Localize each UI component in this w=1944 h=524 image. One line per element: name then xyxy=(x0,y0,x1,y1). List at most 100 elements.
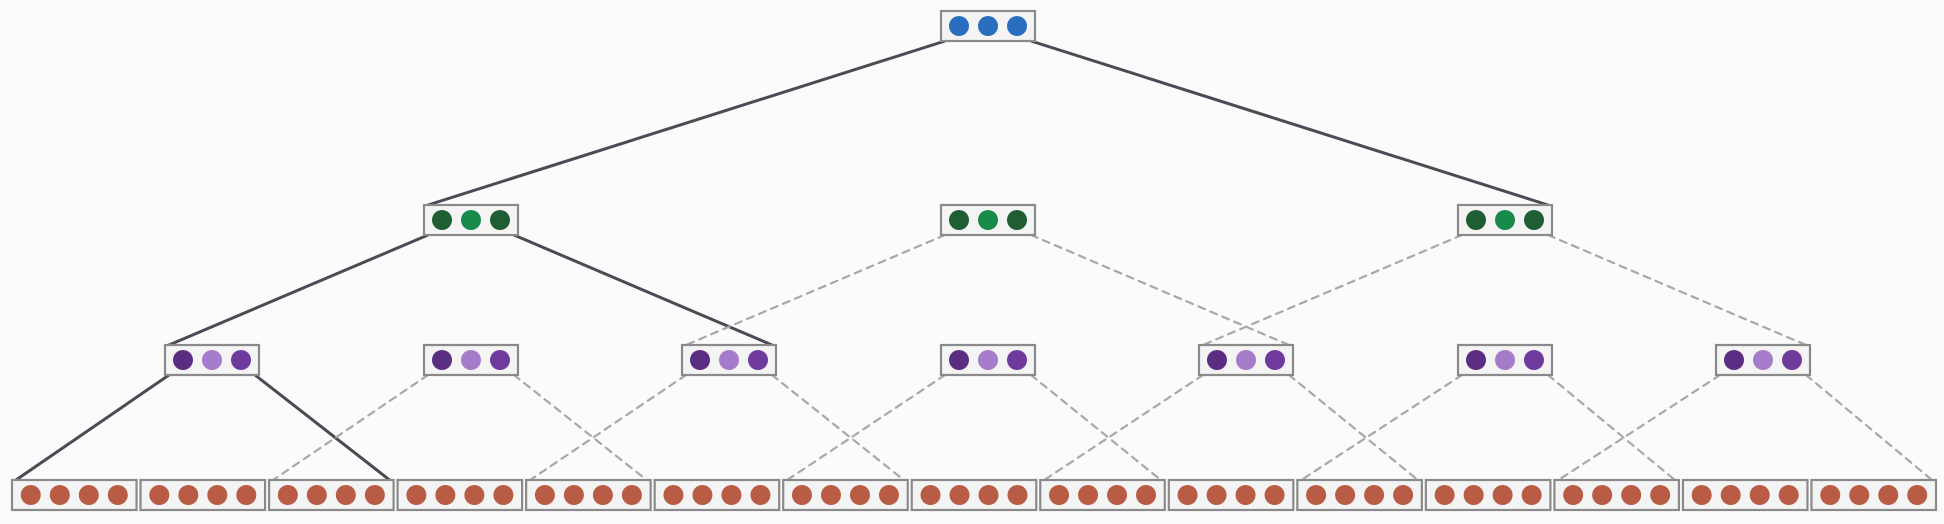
node-circle xyxy=(791,485,812,505)
node-circle xyxy=(1007,210,1027,230)
node-circle xyxy=(493,485,514,505)
node-circle xyxy=(1524,210,1544,230)
node-circle xyxy=(1364,485,1385,505)
node-circle xyxy=(1007,485,1028,505)
node-circle xyxy=(1495,210,1515,230)
node-circle xyxy=(464,485,485,505)
tree-node-level-3 xyxy=(396,478,524,512)
dashed-edge xyxy=(1029,233,1291,347)
node-circle xyxy=(1524,350,1544,370)
node-circle xyxy=(490,210,510,230)
solid-edge xyxy=(167,233,430,347)
node-circle xyxy=(432,350,452,370)
node-circle xyxy=(719,350,739,370)
node-circle xyxy=(978,485,999,505)
node-circle xyxy=(1466,210,1486,230)
solid-edge xyxy=(426,39,947,207)
node-circle xyxy=(20,485,41,505)
node-box xyxy=(782,478,909,512)
node-circle xyxy=(1007,350,1027,370)
node-circle xyxy=(1724,350,1744,370)
node-circle xyxy=(949,350,969,370)
dashed-edge xyxy=(1043,373,1205,482)
node-circle xyxy=(721,485,742,505)
tree-node-level-3 xyxy=(910,478,1038,512)
node-circle xyxy=(692,485,713,505)
tree-node-level-3 xyxy=(139,478,267,512)
node-circle xyxy=(490,350,510,370)
dashed-edge xyxy=(1287,373,1419,482)
tree-node-level-3 xyxy=(525,478,652,512)
tree-node-level-3 xyxy=(10,478,138,512)
node-circle xyxy=(1049,485,1070,505)
dashed-edge xyxy=(770,373,905,482)
node-circle xyxy=(435,485,456,505)
node-circle xyxy=(1177,485,1198,505)
node-circle xyxy=(820,485,841,505)
solid-edge xyxy=(1029,39,1550,207)
node-circle xyxy=(1782,350,1802,370)
node-circle xyxy=(1907,485,1928,505)
node-circle xyxy=(920,485,941,505)
node-circle xyxy=(1778,485,1799,505)
tree-node-level-2 xyxy=(1714,343,1812,377)
node-circle xyxy=(849,485,870,505)
dashed-edge xyxy=(786,373,947,482)
node-circle xyxy=(461,350,481,370)
node-circle xyxy=(78,485,99,505)
tree-node-level-0 xyxy=(939,9,1037,43)
dashed-edge xyxy=(684,233,947,347)
tree-node-level-3 xyxy=(1167,478,1295,512)
node-circle xyxy=(461,210,481,230)
solid-edge xyxy=(253,373,392,482)
node-circle xyxy=(1820,485,1841,505)
node-circle xyxy=(173,350,193,370)
tree-node-level-3 xyxy=(267,478,395,512)
node-circle xyxy=(1753,350,1773,370)
node-circle xyxy=(1007,16,1027,36)
node-circle xyxy=(1306,485,1327,505)
edges-layer xyxy=(14,39,1934,482)
dashed-edge xyxy=(271,373,430,482)
tree-node-level-2 xyxy=(1197,343,1295,377)
dashed-edge xyxy=(512,373,648,482)
dashed-edge xyxy=(1029,373,1162,482)
node-circle xyxy=(690,350,710,370)
node-circle xyxy=(49,485,70,505)
node-circle xyxy=(236,485,257,505)
node-circle xyxy=(534,485,555,505)
node-circle xyxy=(1720,485,1741,505)
tree-node-level-2 xyxy=(1456,343,1554,377)
node-circle xyxy=(748,350,768,370)
node-circle xyxy=(1265,350,1285,370)
tree-node-level-3 xyxy=(1681,478,1809,512)
solid-edge xyxy=(512,233,774,347)
node-circle xyxy=(1136,485,1157,505)
node-circle xyxy=(1691,485,1712,505)
node-circle xyxy=(1235,485,1256,505)
node-circle xyxy=(107,485,128,505)
node-circle xyxy=(178,485,199,505)
node-circle xyxy=(1463,485,1484,505)
node-circle xyxy=(1749,485,1770,505)
node-circle xyxy=(949,210,969,230)
tree-node-level-1 xyxy=(422,203,520,237)
node-circle xyxy=(1236,350,1256,370)
node-circle xyxy=(202,350,222,370)
node-circle xyxy=(1495,350,1515,370)
tree-node-level-2 xyxy=(680,343,778,377)
node-circle xyxy=(1592,485,1613,505)
tree-node-level-1 xyxy=(939,203,1037,237)
node-circle xyxy=(750,485,771,505)
node-circle xyxy=(1206,485,1227,505)
node-circle xyxy=(1650,485,1671,505)
solid-edge xyxy=(14,373,171,482)
node-circle xyxy=(949,16,969,36)
node-circle xyxy=(978,16,998,36)
node-circle xyxy=(1393,485,1414,505)
node-circle xyxy=(1492,485,1513,505)
node-circle xyxy=(364,485,385,505)
node-circle xyxy=(207,485,228,505)
node-circle xyxy=(621,485,642,505)
